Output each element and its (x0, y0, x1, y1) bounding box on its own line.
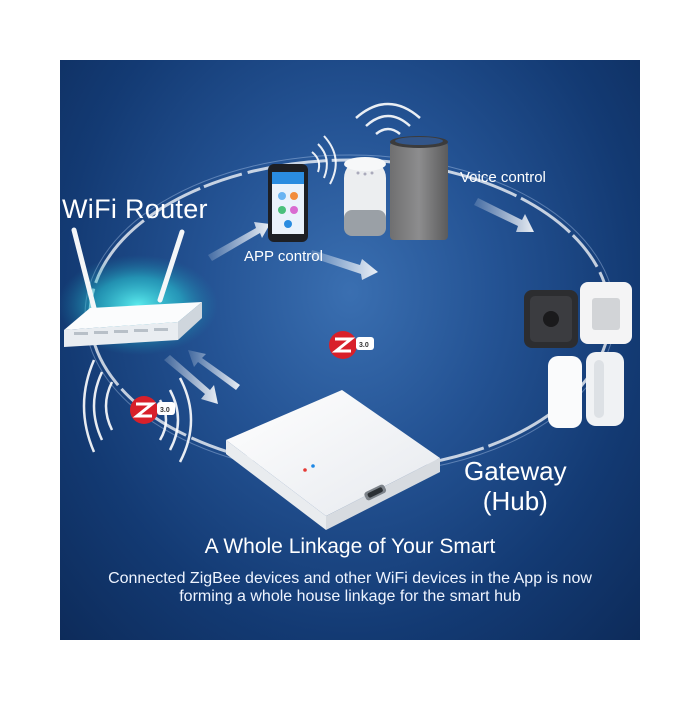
voice-control-label: Voice control (460, 169, 546, 186)
headline: A Whole Linkage of Your Smart (204, 535, 496, 558)
arrow-router-to-hub (164, 355, 218, 404)
door-sensor-icon (548, 352, 624, 428)
gateway-label-line1: Gateway (464, 456, 567, 486)
arrow-hub-to-router (188, 350, 240, 390)
zigbee-version-badge: 3.0 (160, 407, 170, 414)
zigbee-logo-icon: 3.0 (329, 331, 374, 359)
gateway-label: Gateway (Hub) (464, 456, 567, 516)
illustration: 3.0 3.0 (60, 102, 632, 530)
wifi-router-icon (60, 227, 218, 355)
data-flow-arrows (164, 198, 534, 404)
zigbee-version-badge: 3.0 (359, 342, 369, 349)
wifi-router-label: WiFi Router (62, 194, 208, 224)
app-control-label: APP control (244, 248, 323, 265)
arrow-voice-to-sensors (474, 198, 534, 232)
gateway-hub-icon (226, 390, 440, 530)
product-panel: 3.0 3.0 WiFi Router APP control Voice co… (60, 60, 640, 640)
arrow-router-to-phone (208, 222, 270, 261)
smartphone-icon (268, 135, 337, 242)
gateway-label-line2: (Hub) (482, 486, 548, 516)
signal-waves-left (82, 359, 193, 463)
description: Connected ZigBee devices and other WiFi … (108, 570, 592, 605)
smart-speaker-icon (344, 102, 448, 240)
zigbee-logo-icon: 3.0 (130, 396, 175, 424)
arrow-phone-to-hub (310, 250, 378, 280)
smart-plug-icon (524, 282, 632, 348)
